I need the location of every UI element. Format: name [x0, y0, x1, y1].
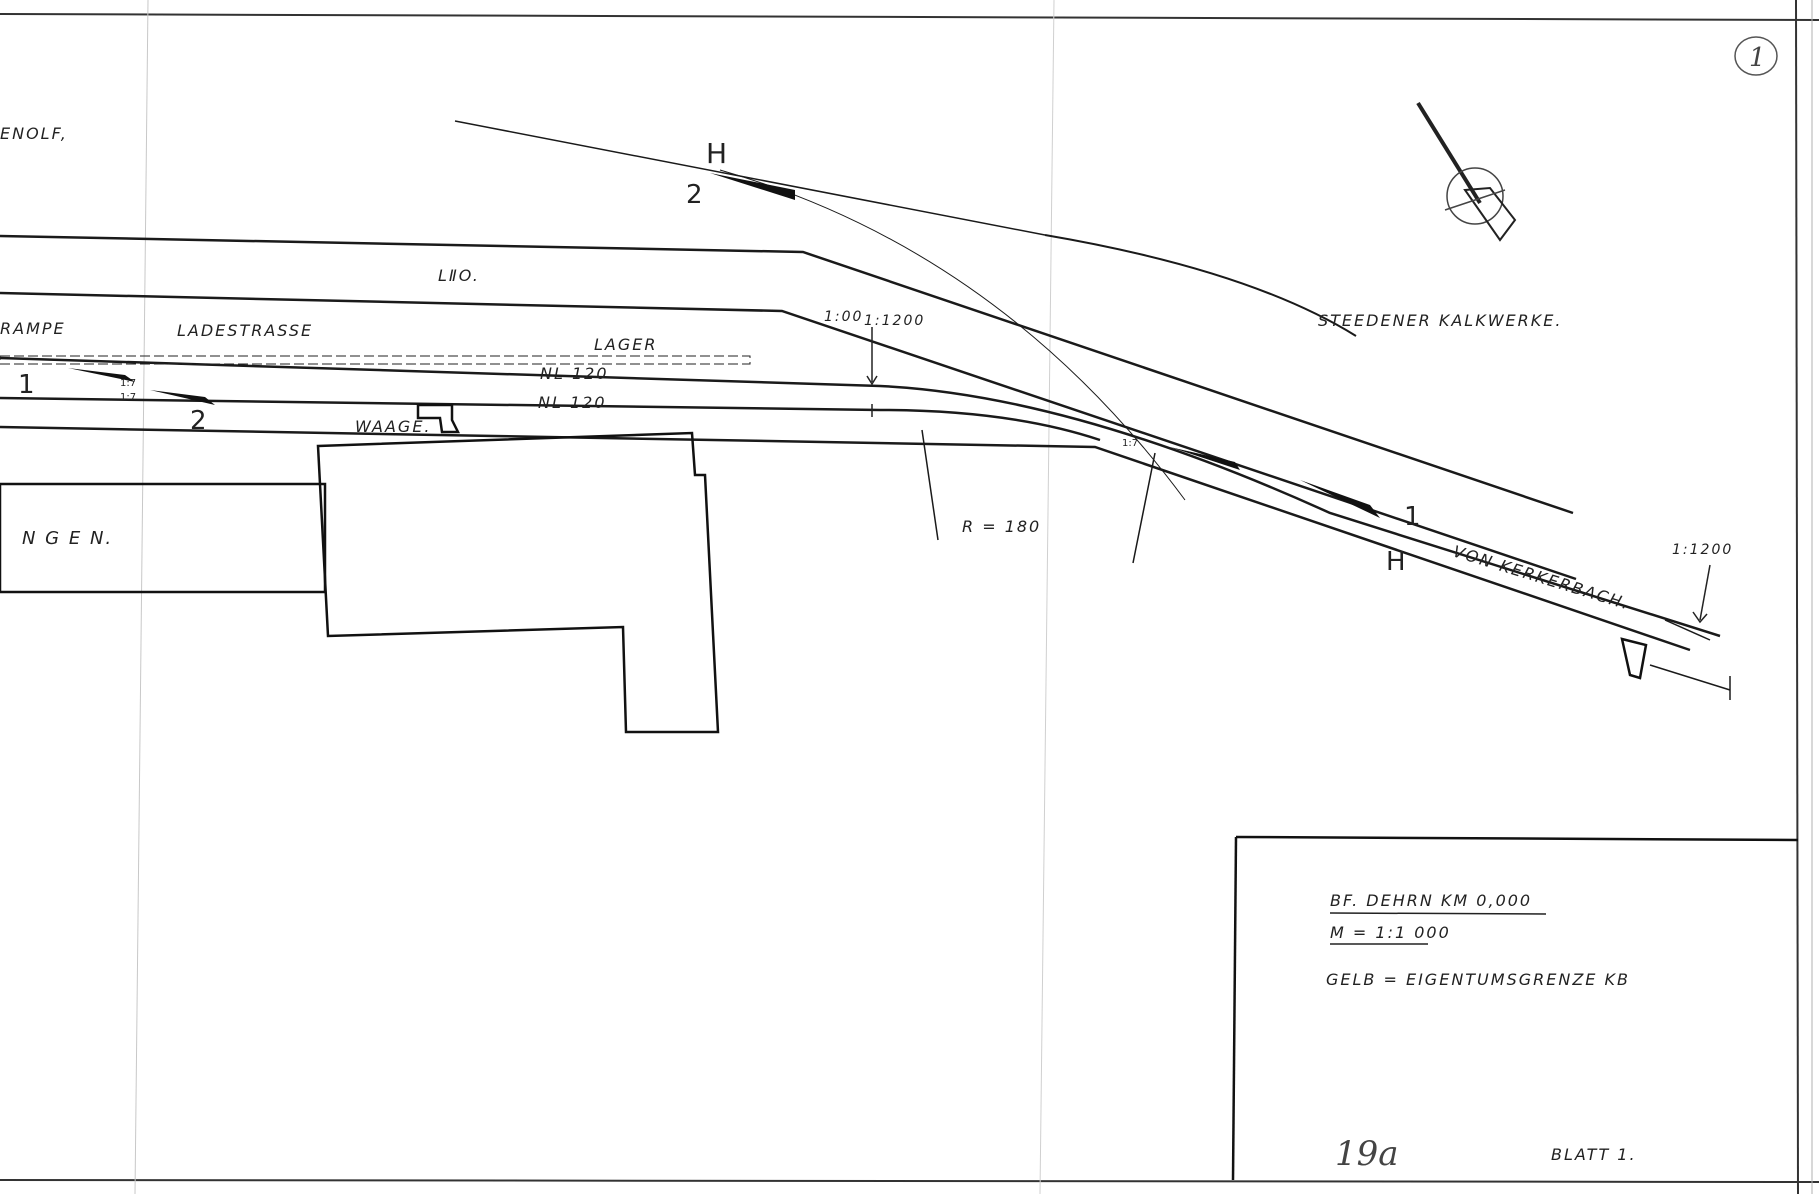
left-building: [0, 482, 327, 594]
buildings: [0, 403, 1648, 734]
warehouse-building: [316, 431, 720, 734]
title-scale: M = 1:1 000: [1330, 923, 1451, 942]
scale-house: [416, 403, 461, 434]
label-grad-1200: 1:1200: [864, 313, 925, 329]
label-waage: WAAGE.: [355, 417, 432, 436]
switch-1-right: 1: [1404, 502, 1421, 532]
label-l2o: LⅡO.: [438, 266, 480, 285]
switch-1-left: 1: [18, 370, 35, 400]
title-legend: GELB = EIGENTUMSGRENZE KB: [1326, 970, 1630, 989]
label-enolf: ENOLF,: [0, 124, 68, 143]
label-nl120-top: NL 120: [540, 364, 609, 383]
signal-hut: [1620, 637, 1648, 680]
label-steedener: STEEDENER KALKWERKE.: [1318, 311, 1562, 330]
label-radius: R = 180: [962, 517, 1041, 536]
label-grad-1200-right: 1:1200: [1672, 542, 1733, 558]
north-arrow-icon: [1416, 101, 1517, 242]
label-lager: LAGER: [594, 335, 657, 354]
ratio-c: 1:7: [1122, 438, 1138, 449]
gradient-markers: [866, 327, 1711, 624]
sheet-number-badge: 1: [1734, 36, 1778, 76]
tracks: [0, 120, 1731, 700]
sheet-number: 1: [1749, 43, 1766, 73]
title-handwritten-ref: 19a: [1335, 1134, 1399, 1174]
title-sheet: BLATT 1.: [1551, 1145, 1637, 1164]
switch-2-left: 2: [190, 406, 207, 436]
title-block: BF. DEHRN KM 0,000 M = 1:1 000 GELB = EI…: [1231, 835, 1799, 1181]
label-ladestrasse: LADESTRASSE: [177, 321, 313, 340]
label-ngen: N G E N.: [22, 528, 113, 549]
title-station: BF. DEHRN KM 0,000: [1330, 891, 1532, 910]
ratio-a: 1:7: [120, 378, 136, 389]
ratio-b: 1:7: [120, 392, 136, 403]
road-lines: [0, 234, 1577, 581]
switch-h-top: H: [706, 137, 727, 170]
switch-frogs: [68, 173, 1380, 518]
label-rampe: RAMPE: [0, 319, 66, 338]
switch-h-right: H: [1386, 547, 1406, 577]
label-grad-100: 1:00: [824, 309, 863, 325]
switch-2-top: 2: [686, 180, 703, 210]
label-nl120-bottom: NL 120: [538, 393, 607, 412]
